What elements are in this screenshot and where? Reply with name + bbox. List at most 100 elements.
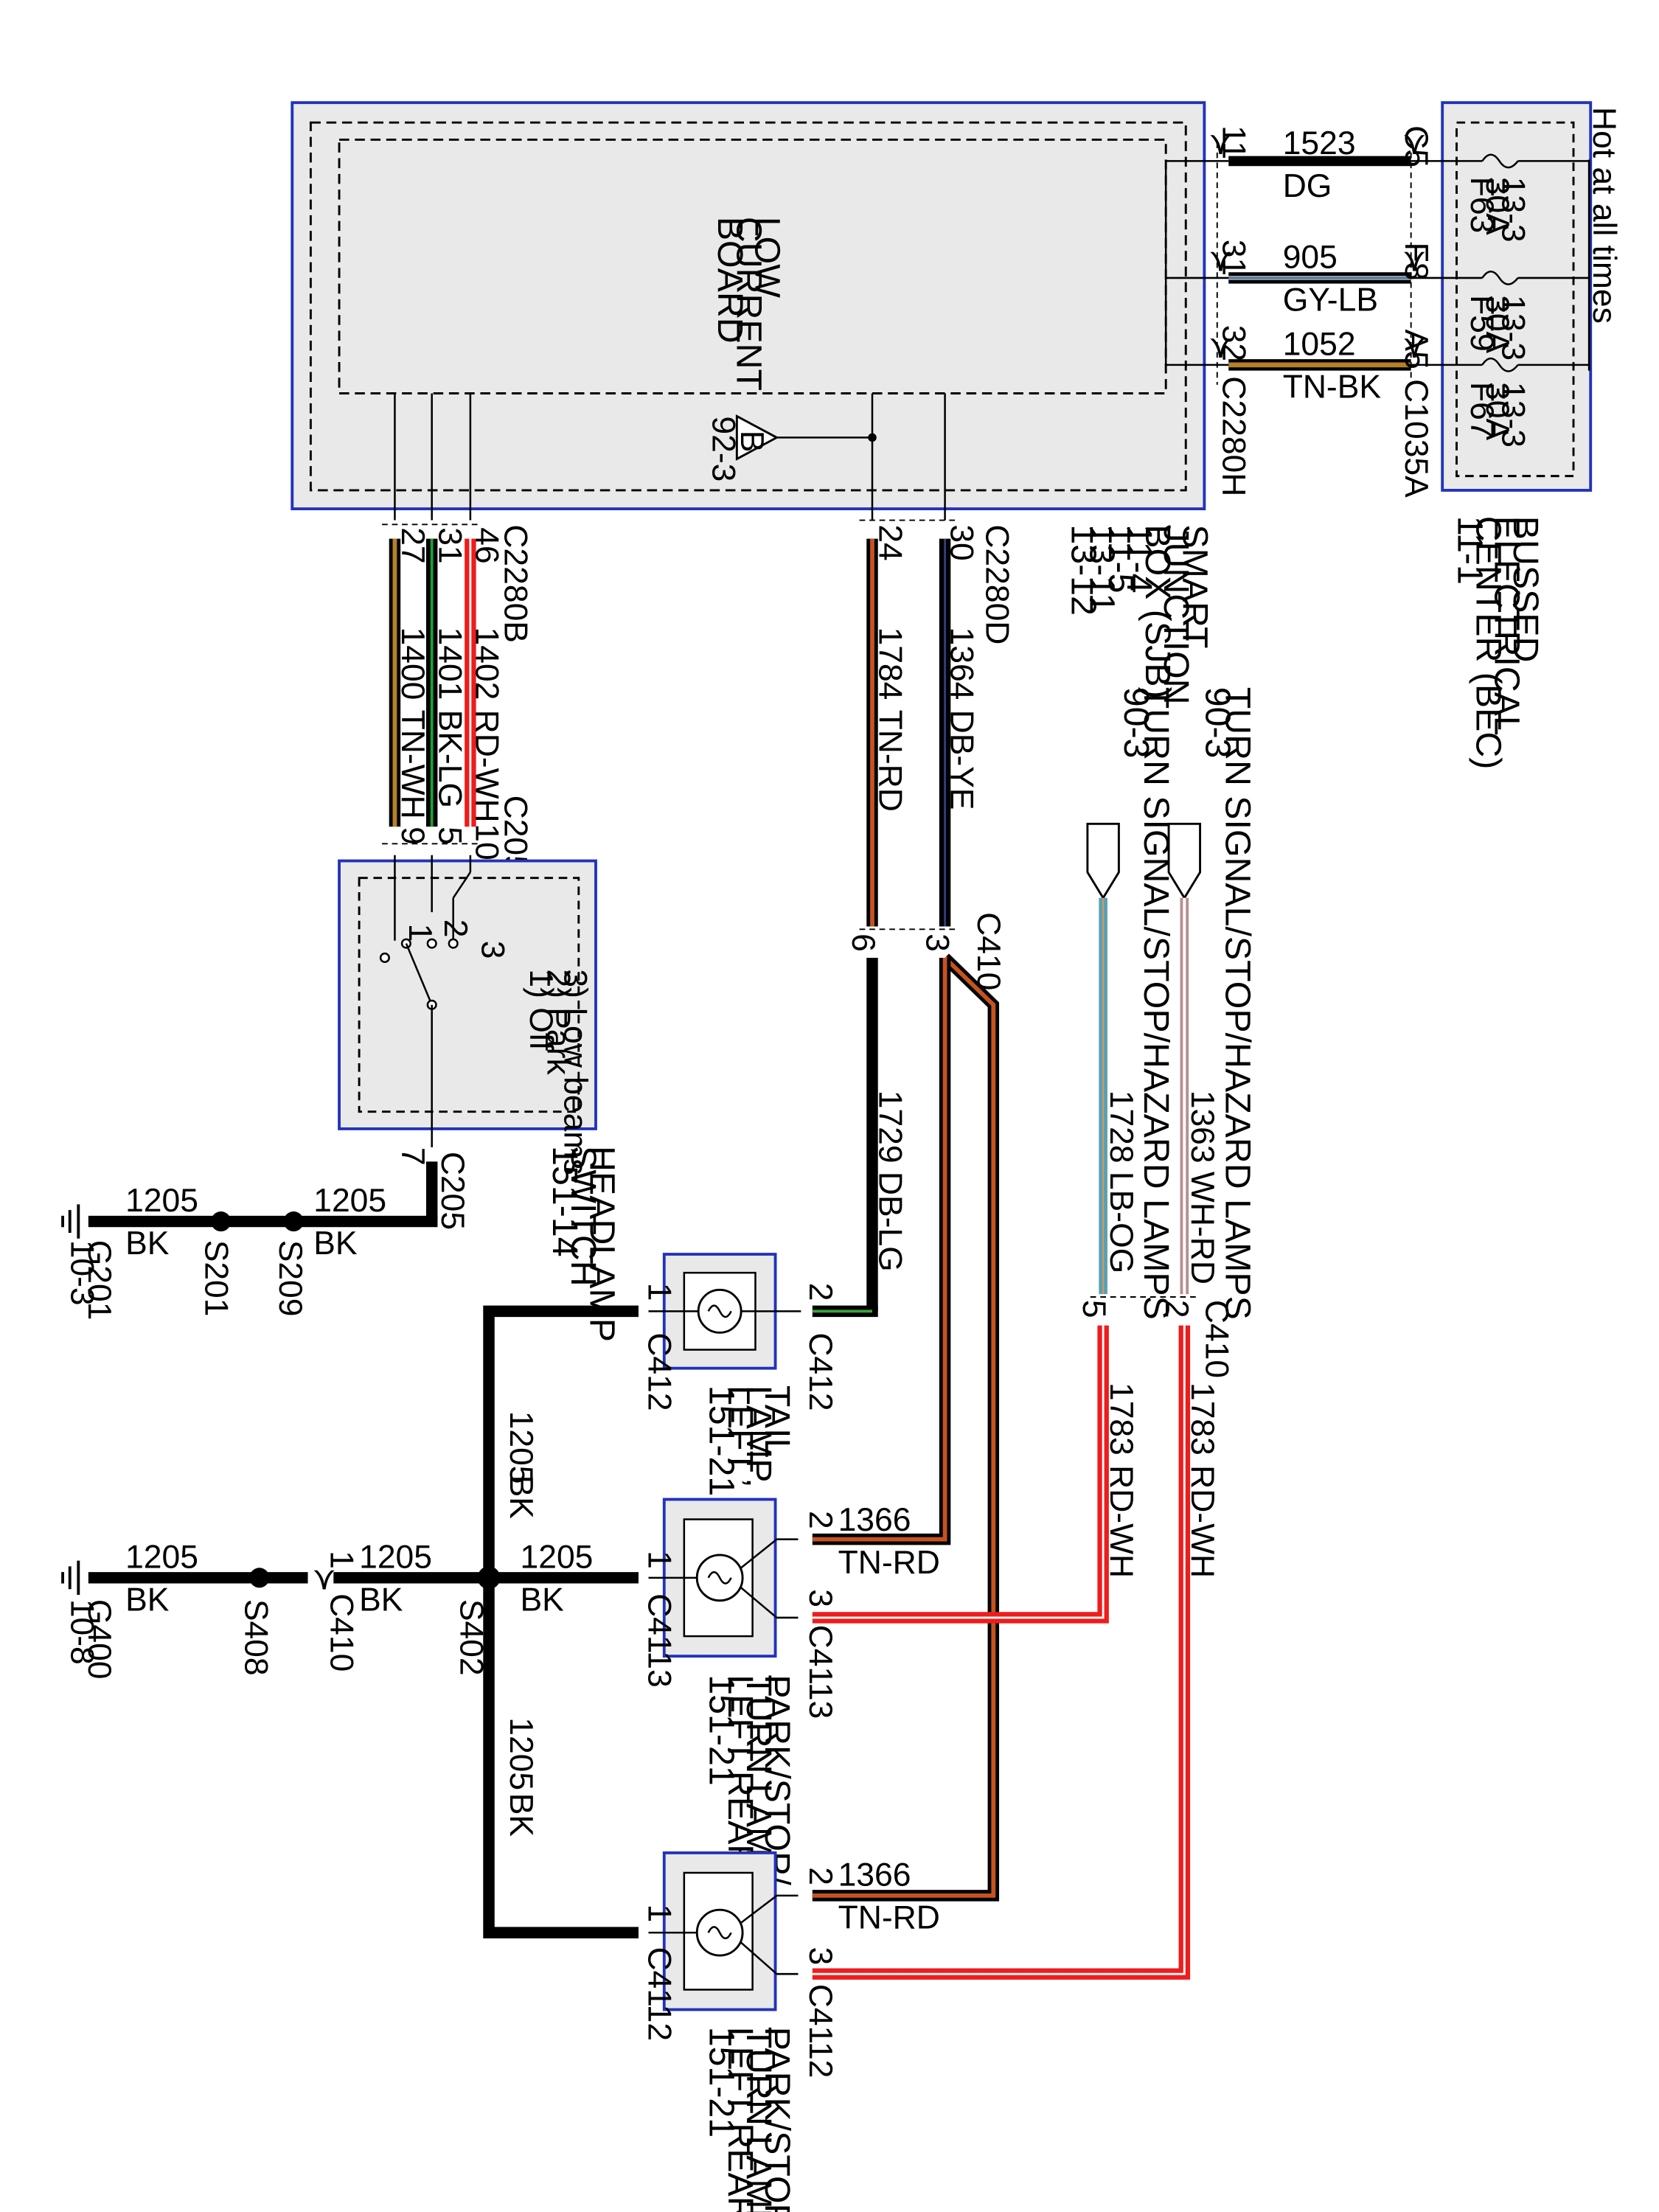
svg-text:BK-LG: BK-LG [431, 710, 467, 808]
svg-text:1: 1 [641, 1283, 678, 1301]
svg-text:⋎: ⋎ [1402, 242, 1427, 278]
svg-text:PARK/STOP/: PARK/STOP/ [757, 2027, 797, 2212]
svg-text:13-11: 13-11 [1082, 524, 1122, 613]
fuse-feeds: ⋎ ⋎ ⋎ ⋎ ⋎ ⋎ 11 31 32 C5 F8 A5 C2280H C10… [1166, 125, 1590, 498]
svg-text:RD-WH: RD-WH [1184, 1465, 1220, 1578]
svg-text:S402: S402 [453, 1599, 489, 1676]
svg-text:A5: A5 [1398, 330, 1434, 369]
connector-c412-right: C412 [802, 1332, 838, 1411]
svg-text:1205: 1205 [125, 1183, 198, 1219]
svg-text:JUNCTION: JUNCTION [1156, 524, 1196, 704]
svg-text:TN-RD: TN-RD [872, 710, 908, 812]
svg-text:6: 6 [845, 933, 881, 952]
ground-g201: 1205 BK 1205 BK S201 S209 G201 10-3 [61, 1161, 438, 1320]
splice-s408 [249, 1568, 270, 1588]
svg-text:2: 2 [802, 1511, 838, 1529]
svg-text:BK: BK [521, 1582, 565, 1618]
svg-text:90-3: 90-3 [1197, 687, 1237, 759]
svg-text:TN-RD: TN-RD [838, 1899, 940, 1935]
svg-text:27: 27 [394, 527, 431, 563]
tail-lamp-left: 1 2 C412 C412 TAIL LAMP, LEFT 151-21 [641, 1253, 838, 1496]
svg-text:LEFT REAR: LEFT REAR [720, 1674, 760, 1870]
svg-text:92-3: 92-3 [705, 416, 741, 481]
svg-text:1366: 1366 [838, 1857, 911, 1893]
svg-text:⋎: ⋎ [312, 1560, 336, 1596]
svg-text:24: 24 [872, 524, 908, 560]
svg-text:TN-RD: TN-RD [838, 1545, 940, 1581]
svg-text:1: 1 [641, 1551, 678, 1569]
headlamp-switch: 1 2 3 1) Off 2) Park 3) Low beams HEADLA… [338, 855, 622, 1342]
svg-text:3: 3 [474, 941, 510, 959]
headlamp-switch-wires: 27 31 46 C2280B 1400 TN-WH 1401 BK-LG 14… [382, 524, 533, 874]
svg-text:WH-RD: WH-RD [1184, 1172, 1220, 1284]
svg-text:1: 1 [323, 1551, 359, 1569]
svg-text:2: 2 [1158, 1300, 1194, 1318]
svg-text:13-12: 13-12 [1064, 524, 1104, 616]
svg-text:1205: 1205 [313, 1183, 386, 1219]
svg-text:11-1: 11-1 [1450, 516, 1489, 585]
bec-label: BUSSED ELECTRICAL CENTER (BEC) 11-1 [1450, 516, 1545, 770]
svg-text:7: 7 [394, 1147, 431, 1166]
ground-reference-b: B 92-3 [705, 414, 877, 481]
ground-g400: ⋎ 1205 BK 1205 BK 1205 BK 1205 BK 1205 B… [61, 1305, 639, 1938]
svg-text:DB-LG: DB-LG [872, 1172, 908, 1272]
connector-c2280d: C2280D [979, 524, 1015, 644]
svg-text:11: 11 [1216, 125, 1252, 159]
svg-text:151-14: 151-14 [545, 1146, 585, 1256]
fuse-f67: F67 30A 13-3 [1464, 382, 1531, 448]
svg-text:LEFT: LEFT [720, 1385, 760, 1472]
svg-text:31: 31 [431, 527, 467, 563]
svg-text:32: 32 [1216, 325, 1252, 361]
svg-text:2: 2 [802, 1867, 838, 1885]
svg-text:SWITCH: SWITCH [563, 1146, 603, 1287]
svg-text:5: 5 [1076, 1300, 1112, 1318]
svg-text:31: 31 [1216, 240, 1252, 276]
svg-text:9: 9 [394, 827, 431, 845]
connector-c4113-right: C4113 [802, 1625, 838, 1719]
svg-text:S201: S201 [198, 1240, 234, 1317]
svg-text:3: 3 [802, 1589, 838, 1607]
svg-text:DB-YE: DB-YE [943, 710, 979, 810]
svg-text:SMART: SMART [1175, 524, 1214, 648]
connector-c410-bottom: C410 [323, 1593, 359, 1672]
svg-text:C5: C5 [1398, 125, 1434, 167]
connector-c410-mid: C410 [1198, 1300, 1234, 1378]
svg-text:1366: 1366 [838, 1502, 911, 1538]
svg-text:30A: 30A [1479, 295, 1515, 353]
svg-text:1402: 1402 [469, 627, 505, 700]
connector-c1035a: C1035A [1398, 379, 1434, 498]
connector-c410-top: C410 [970, 912, 1006, 990]
svg-text:13-3: 13-3 [1495, 295, 1531, 361]
svg-text:151-21: 151-21 [702, 1674, 742, 1785]
connector-c412-left: C412 [641, 1332, 678, 1411]
svg-text:BOARD: BOARD [710, 217, 750, 344]
fuse-f63: F63 30A 13-3 [1464, 177, 1531, 243]
svg-text:BK: BK [125, 1582, 170, 1618]
park-stop-turn-lamp-2: 1 2 3 C4113 C4113 PARK/STOP/ TURN LAMP 2… [641, 1498, 838, 1919]
svg-text:13-3: 13-3 [1495, 177, 1531, 243]
svg-text:151-21: 151-21 [702, 1385, 742, 1496]
svg-text:1: 1 [402, 924, 438, 942]
svg-text:BUSSED: BUSSED [1506, 516, 1545, 663]
svg-text:⋎: ⋎ [1402, 125, 1427, 161]
svg-text:S408: S408 [237, 1599, 274, 1676]
connector-c2280h: C2280H [1216, 376, 1252, 496]
svg-text:⋎: ⋎ [1208, 329, 1233, 365]
splice-s209 [283, 1211, 304, 1232]
svg-text:PARK/STOP/: PARK/STOP/ [757, 1674, 797, 1885]
svg-text:CENTER (BEC): CENTER (BEC) [1469, 516, 1509, 770]
park-lamp-1-label: PARK/STOP/ TURN LAMP 1, LEFT REAR 151-21 [702, 2027, 797, 2212]
svg-text:10-3: 10-3 [64, 1240, 100, 1306]
svg-text:LB-OG: LB-OG [1103, 1172, 1139, 1273]
svg-text:90-3: 90-3 [1116, 687, 1156, 759]
park-stop-turn-lamp-1: 1 2 3 C4112 C4112 PARK/STOP/ TURN LAMP 1… [641, 1851, 838, 2212]
svg-text:46: 46 [469, 527, 505, 563]
svg-text:11-4: 11-4 [1119, 524, 1159, 593]
switch-positions: 1) Off 2) Park 3) Low beams [523, 969, 593, 1175]
svg-text:1729: 1729 [872, 1091, 908, 1164]
connector-c205-bottom: C205 [434, 1152, 470, 1230]
bussed-electrical-center: Hot at all times BUSSED ELECTRICAL CENTE… [1441, 101, 1622, 770]
svg-text:G400: G400 [81, 1599, 117, 1680]
svg-text:13-3: 13-3 [1495, 382, 1531, 448]
svg-text:1205: 1205 [359, 1539, 432, 1575]
